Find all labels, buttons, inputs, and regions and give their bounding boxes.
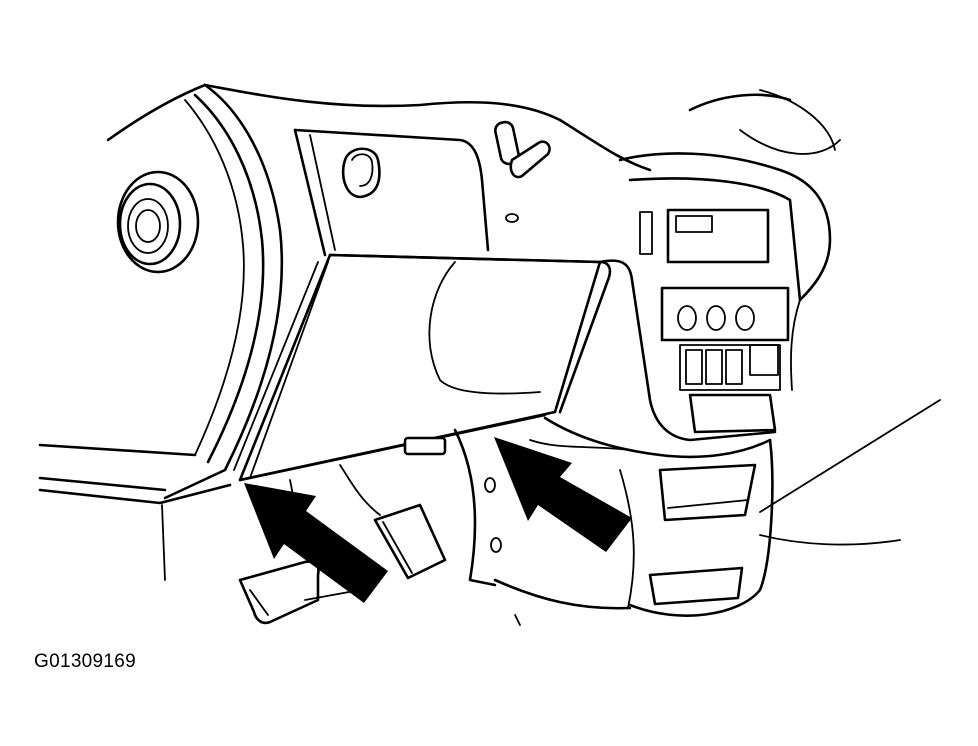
mounting-bracket	[403, 428, 502, 587]
lower-center-console	[493, 399, 941, 617]
upper-dashboard-outline	[106, 83, 841, 391]
retaining-clip	[403, 436, 447, 456]
callout-arrow-left-icon	[244, 483, 388, 603]
pedals	[238, 464, 521, 626]
climate-knob-2-icon	[706, 305, 726, 331]
upper-trim-plate	[293, 128, 519, 257]
pin-lever	[494, 120, 551, 179]
ignition-knob	[116, 170, 200, 274]
callout-arrow-right-icon	[494, 437, 632, 552]
indicator-slot	[639, 211, 653, 255]
center-stack	[598, 177, 802, 442]
brake-pedal	[373, 503, 447, 580]
climate-knob-panel	[660, 286, 790, 342]
callout-arrows	[244, 437, 632, 603]
instrument-cluster-housing	[38, 83, 284, 581]
bracket-hole-lower	[490, 537, 502, 553]
bracket-hole-upper	[484, 477, 496, 493]
climate-knob-3-icon	[735, 305, 755, 331]
climate-knob-1-icon	[677, 305, 697, 331]
figure-id-label: G01309169	[34, 651, 137, 672]
radio-display-panel	[666, 208, 770, 264]
